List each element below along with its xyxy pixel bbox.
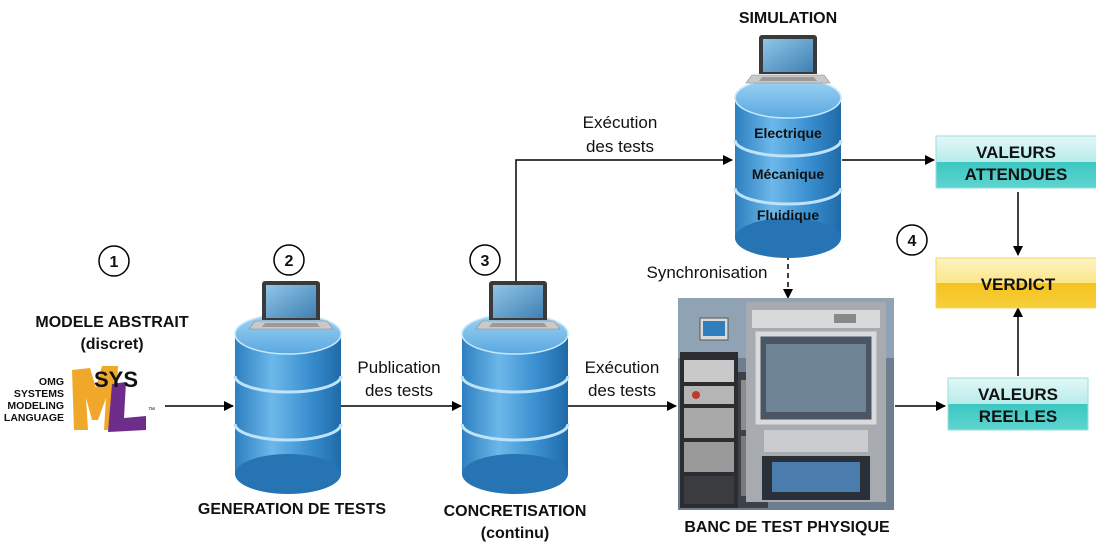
svg-text:2: 2 bbox=[285, 253, 294, 270]
step-2-badge: 2 bbox=[273, 244, 305, 276]
simulation-laptop-icon bbox=[745, 34, 831, 84]
simulation-layer-fluidique: Fluidique bbox=[757, 207, 819, 223]
modele-title: MODELE ABSTRAIT bbox=[35, 314, 188, 331]
publication-label-1: Publication bbox=[357, 358, 440, 377]
step-4-badge: 4 bbox=[896, 224, 928, 256]
step-1-badge: 1 bbox=[98, 245, 130, 277]
connectors bbox=[165, 155, 1023, 411]
svg-text:VALEURS: VALEURS bbox=[976, 143, 1056, 162]
svg-text:3: 3 bbox=[481, 253, 490, 270]
sysml-mark: SYS bbox=[94, 367, 138, 392]
simulation-layer-electrique: Electrique bbox=[754, 125, 822, 141]
concretisation-title: CONCRETISATION bbox=[444, 503, 587, 520]
concretisation-laptop-icon bbox=[475, 280, 561, 330]
valeurs-attendues-box: VALEURS ATTENDUES bbox=[935, 135, 1096, 189]
concretisation-database bbox=[460, 312, 570, 496]
svg-text:SYSTEMS: SYSTEMS bbox=[14, 388, 64, 400]
execution-top-label-1: Exécution bbox=[583, 113, 658, 132]
svg-text:4: 4 bbox=[908, 233, 917, 250]
verdict-box: VERDICT bbox=[935, 257, 1096, 309]
svg-text:REELLES: REELLES bbox=[979, 407, 1057, 426]
generation-title: GENERATION DE TESTS bbox=[198, 501, 386, 518]
banc-photo bbox=[678, 298, 894, 510]
simulation-layer-mecanique: Mécanique bbox=[752, 166, 825, 182]
execution-bottom-label-2: des tests bbox=[588, 381, 656, 400]
synchronisation-label: Synchronisation bbox=[647, 263, 768, 282]
sysml-logo: OMG SYSTEMS MODELING LANGUAGE SYS ™ bbox=[4, 366, 155, 432]
svg-text:MODELING: MODELING bbox=[7, 400, 64, 412]
svg-text:VALEURS: VALEURS bbox=[978, 385, 1058, 404]
concretisation-subtitle: (continu) bbox=[481, 525, 549, 542]
banc-title: BANC DE TEST PHYSIQUE bbox=[684, 519, 890, 536]
svg-text:ATTENDUES: ATTENDUES bbox=[965, 165, 1068, 184]
valeurs-reelles-box: VALEURS REELLES bbox=[947, 377, 1089, 431]
execution-bottom-label-1: Exécution bbox=[585, 358, 660, 377]
generation-laptop-icon bbox=[248, 280, 334, 330]
simulation-title: SIMULATION bbox=[739, 10, 837, 27]
svg-text:OMG: OMG bbox=[39, 376, 64, 388]
arrow-concretisation-to-simulation bbox=[515, 155, 733, 282]
svg-text:VERDICT: VERDICT bbox=[981, 275, 1056, 294]
execution-top-label-2: des tests bbox=[586, 137, 654, 156]
svg-text:™: ™ bbox=[148, 407, 155, 414]
svg-text:LANGUAGE: LANGUAGE bbox=[4, 412, 64, 424]
step-3-badge: 3 bbox=[469, 244, 501, 276]
modele-subtitle: (discret) bbox=[80, 336, 143, 353]
publication-label-2: des tests bbox=[365, 381, 433, 400]
svg-text:1: 1 bbox=[110, 254, 119, 271]
generation-database bbox=[233, 312, 343, 496]
